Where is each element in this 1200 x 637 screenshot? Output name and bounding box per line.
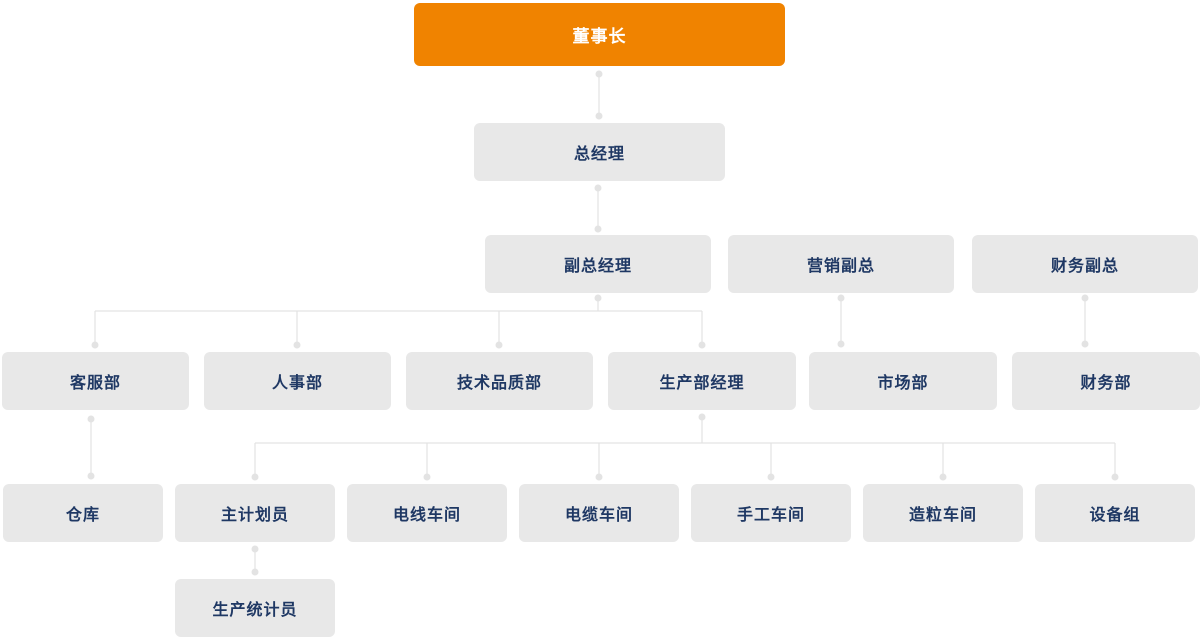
node-chief-planner: 主计划员 <box>175 484 335 542</box>
node-manual-workshop: 手工车间 <box>691 484 851 542</box>
node-granulation-workshop: 造粒车间 <box>863 484 1023 542</box>
node-deputy-gm: 副总经理 <box>485 235 711 293</box>
node-customer-service-dept: 客服部 <box>2 352 189 410</box>
node-wire-workshop: 电线车间 <box>347 484 507 542</box>
node-tech-quality-dept: 技术品质部 <box>406 352 593 410</box>
node-production-manager: 生产部经理 <box>608 352 796 410</box>
node-hr-dept: 人事部 <box>204 352 391 410</box>
node-warehouse: 仓库 <box>3 484 163 542</box>
node-finance-dept: 财务部 <box>1012 352 1200 410</box>
node-general-manager: 总经理 <box>474 123 725 181</box>
node-equipment-group: 设备组 <box>1035 484 1195 542</box>
node-marketing-vp: 营销副总 <box>728 235 954 293</box>
node-finance-vp: 财务副总 <box>972 235 1198 293</box>
node-cable-workshop: 电缆车间 <box>519 484 679 542</box>
node-chairman: 董事长 <box>414 3 785 66</box>
node-production-statistician: 生产统计员 <box>175 579 335 637</box>
node-market-dept: 市场部 <box>809 352 997 410</box>
